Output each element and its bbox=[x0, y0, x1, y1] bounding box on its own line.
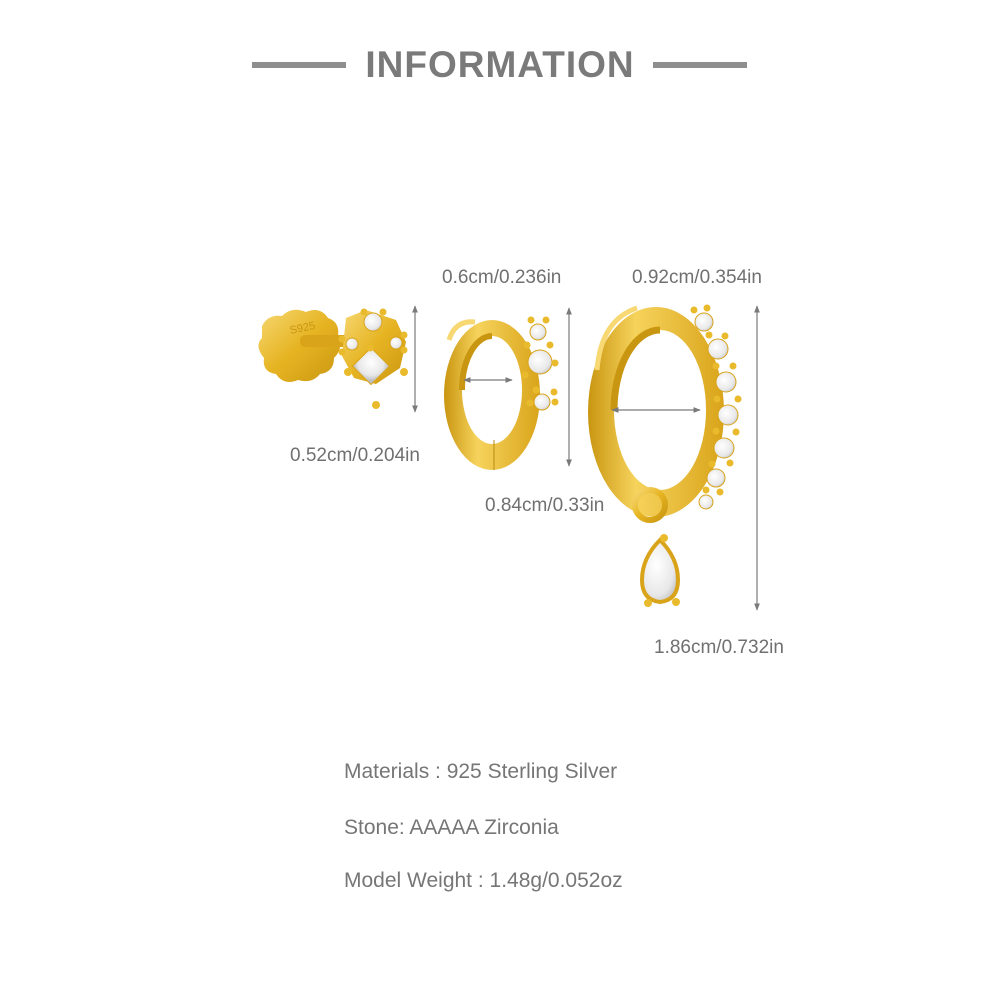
header-line-right bbox=[653, 62, 747, 68]
stud-height-label: 0.52cm/0.204in bbox=[290, 445, 420, 466]
page-title: INFORMATION bbox=[365, 44, 635, 85]
header-line-left bbox=[252, 62, 346, 68]
small-hoop-earring bbox=[444, 316, 559, 470]
large-hoop-inner-label: 0.92cm/0.354in bbox=[632, 267, 762, 288]
small-hoop-height-label: 0.84cm/0.33in bbox=[485, 495, 605, 516]
small-hoop-inner-label: 0.6cm/0.236in bbox=[442, 267, 562, 288]
large-hoop-height-label: 1.86cm/0.732in bbox=[654, 637, 784, 658]
large-hoop-earring bbox=[588, 304, 742, 607]
spec-weight: Model Weight : 1.48g/0.052oz bbox=[344, 869, 623, 892]
spec-stone: Stone: AAAAA Zirconia bbox=[344, 816, 559, 839]
s925-stamp: S925 bbox=[289, 320, 317, 337]
stud-earring: S925 bbox=[258, 308, 408, 409]
spec-materials: Materials : 925 Sterling Silver bbox=[344, 760, 618, 783]
